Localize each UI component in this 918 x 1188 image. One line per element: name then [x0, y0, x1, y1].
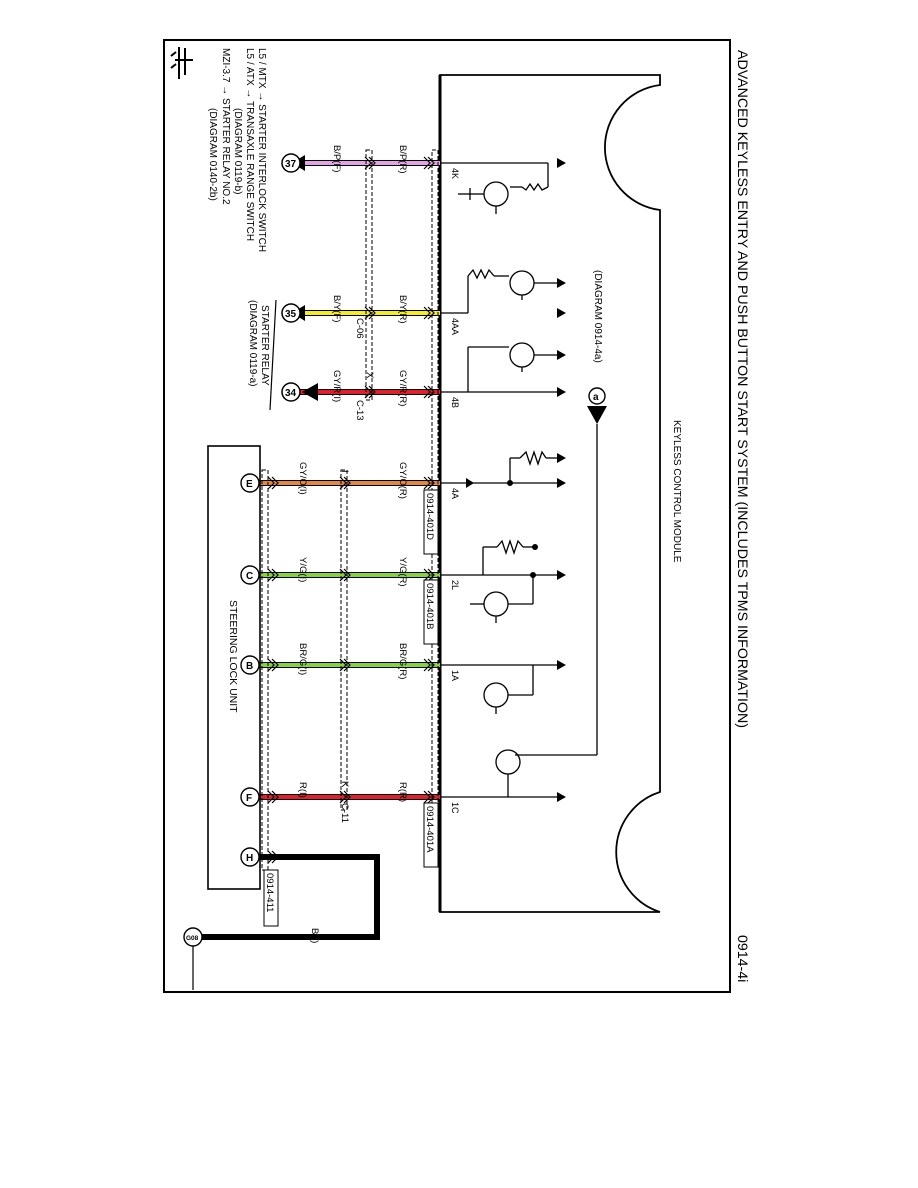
connector-i: I — [339, 470, 350, 473]
legend-line2-diagram: (DIAGRAM 0119-b) — [232, 108, 243, 195]
diagram-title: ADVANCED KEYLESS ENTRY AND PUSH BUTTON S… — [734, 50, 750, 728]
diagram-frame — [163, 39, 731, 993]
steering-lock-unit-label: STEERING LOCK UNIT — [227, 600, 239, 713]
wire-4a-top: GY/O(R) — [397, 462, 408, 499]
ref-0914-401b: 0914-401B — [424, 583, 435, 629]
terminal-h: H — [246, 853, 253, 864]
terminal-c: C — [246, 571, 253, 582]
wire-labels-top: B/P(R) B/Y(R) GY/R(R) GY/O(R) Y/G(R) BR/… — [397, 145, 408, 802]
terminal-f: F — [246, 793, 252, 804]
connector-c06: C-06 — [354, 318, 365, 339]
ref-0914-401d: 0914-401D — [424, 493, 435, 540]
connector-c11: C-11 — [339, 803, 350, 823]
connector-k: K — [339, 781, 350, 788]
wire-2l-top: Y/G(R) — [397, 557, 408, 587]
connector-a-circle — [588, 387, 606, 405]
steering-lock-terminals: E C B F H — [240, 473, 260, 867]
circle-34: 34 — [285, 388, 297, 399]
legend-line3-diagram: (DIAGRAM 0140-2b) — [207, 108, 218, 201]
legend-line2: L5 / ATX → TRANSAXLE RANGE SWITCH — [244, 48, 255, 241]
connector-c13: C-13 — [354, 400, 365, 421]
keyless-control-module-outline — [439, 74, 661, 913]
wire-4b-top: GY/R(R) — [397, 370, 408, 406]
wire-4k-top: B/P(R) — [397, 145, 408, 174]
wire-4b-bottom: GY/R(I) — [331, 370, 342, 402]
wire-4aa-bottom: B/Y(F) — [331, 295, 342, 322]
reference-boxes: 0914-401D 0914-401B 0914-401A 0914-411 — [263, 489, 439, 927]
wire-labels-bottom: B/P(F) B/Y(F) GY/R(I) GY/O(I) Y/G(I) BR/… — [297, 145, 342, 943]
wire-2l-bottom: Y/G(I) — [297, 557, 308, 582]
starter-relay-diagram: (DIAGRAM 0119-a) — [247, 300, 258, 387]
arrow-heads — [466, 158, 566, 802]
terminal-e: E — [246, 479, 253, 490]
wire-1c-bottom: R(I) — [297, 782, 308, 798]
legend-line3: MZI-3.7 → STARTER RELAY NO.2 — [220, 48, 231, 205]
pin-4a: 4A — [450, 488, 460, 499]
pin-4b: 4B — [450, 397, 460, 408]
arrow-down-icon — [587, 406, 607, 424]
connector-a-label: a — [593, 392, 599, 403]
connector-labels: C-06 X C-13 I K C-11 — [339, 318, 375, 823]
module-label: KEYLESS CONTROL MODULE — [671, 420, 682, 563]
pin-1a: 1A — [450, 670, 460, 681]
ref-0914-411: 0914-411 — [264, 873, 275, 912]
pin-2l: 2L — [450, 580, 460, 590]
connector-shells — [261, 149, 439, 871]
page-id: 0914-4i — [734, 935, 750, 982]
wire-ground: B(I) — [309, 928, 320, 943]
wire-1a-bottom: BR/G(I) — [297, 643, 308, 675]
wire-1c-top: R(R) — [397, 782, 408, 802]
pin-4k: 4K — [450, 168, 460, 179]
wire-4a-bottom: GY/O(I) — [297, 462, 308, 495]
diagram-ref-0914-4a: (DIAGRAM 0914-4a) — [592, 270, 603, 363]
terminal-circles: 37 35 34 — [281, 153, 318, 402]
connector-x: X — [364, 372, 375, 379]
wire-4k-bottom: B/P(F) — [331, 145, 342, 172]
connector-chevrons — [267, 156, 435, 864]
ground-symbol-icon — [170, 47, 193, 79]
ref-0914-401a: 0914-401A — [424, 806, 435, 853]
pin-4aa: 4AA — [450, 318, 460, 335]
wire-1a-top: BR/G(R) — [397, 643, 408, 679]
legend: L5 / MTX → STARTER INTERLOCK SWITCH L5 /… — [207, 48, 267, 252]
ground-g08-label: G08 — [186, 935, 199, 942]
wire-4aa-top: B/Y(R) — [397, 295, 408, 324]
internal-circuitry — [440, 162, 557, 798]
pin-labels: 4K 4AA 4B 4A 2L 1A 1C — [450, 168, 460, 814]
circle-35: 35 — [285, 309, 297, 320]
circle-37: 37 — [285, 159, 297, 170]
starter-relay-label: STARTER RELAY — [259, 305, 270, 386]
pin-1c: 1C — [450, 802, 460, 814]
legend-line1: L5 / MTX → STARTER INTERLOCK SWITCH — [256, 48, 267, 252]
terminal-b: B — [246, 661, 253, 672]
